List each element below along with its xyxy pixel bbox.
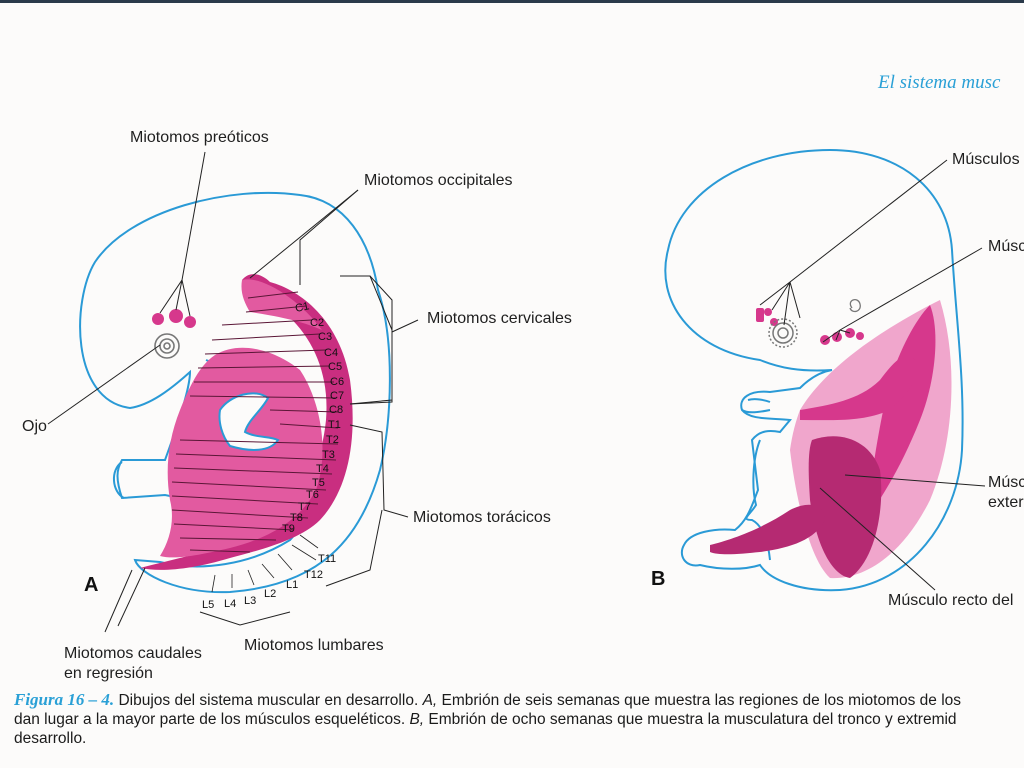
seg-t8: T8 [290,512,303,524]
label-ojo: Ojo [22,418,47,435]
seg-c1: C1 [294,300,310,315]
seg-t6: T6 [306,489,319,501]
top-rule [0,0,1024,3]
label-caudales-1: Miotomos caudales [64,645,202,662]
caption-line-1: Figura 16 – 4. Dibujos del sistema muscu… [14,690,1024,710]
seg-t12: T12 [304,569,323,581]
label-musculos-3a: Músc [988,474,1024,491]
label-caudales-2: en regresión [64,665,153,682]
label-occipitales: Miotomos occipitales [364,172,513,189]
seg-c8: C8 [329,404,343,416]
caption-figure-number: Figura 16 – 4. [14,690,115,709]
caption-line1-a: Dibujos del sistema muscular en desarrol… [114,692,423,709]
seg-c4: C4 [324,347,338,359]
label-cervicales: Miotomos cervicales [427,310,572,327]
leaders-b [759,159,986,591]
label-musculos-2: Músc [988,238,1024,255]
muscle-mass-a-upper [241,279,322,330]
muscle-leg-b [710,504,825,555]
caption-line-3: desarrollo. [14,730,87,747]
segment-lines-a [171,291,339,553]
seg-l3: L3 [244,595,256,607]
seg-l2: L2 [264,588,276,600]
seg-t9: T9 [282,523,295,535]
hand-b-outline [741,398,771,414]
label-musculos-1: Músculos [952,151,1020,168]
bracket-cervical [340,275,393,405]
embryo-a-limb-bud [113,461,125,499]
muscle-mass-a [160,347,323,558]
embryo-a-outline [79,191,391,594]
embryo-b-outline [664,148,964,592]
panel-letter-a: A [84,574,99,596]
seg-c6: C6 [330,376,344,388]
seg-l5: L5 [202,599,214,611]
eye-b [768,318,798,348]
seg-l1: L1 [286,579,298,591]
seg-c2: C2 [310,317,324,329]
seg-t5: T5 [312,477,325,489]
panel-letter-b: B [651,568,666,590]
label-toracicos: Miotomos torácicos [413,509,551,526]
seg-t2: T2 [326,434,339,446]
seg-c3: C3 [318,331,332,343]
ear-b [849,299,861,313]
label-lumbares: Miotomos lumbares [244,637,384,654]
face-muscles-b [756,308,864,345]
muscle-dark-b [866,305,936,520]
figure-caption: Figura 16 – 4. Dibujos del sistema muscu… [14,690,1024,748]
preotic-myotomes [152,309,196,328]
caption-line-2: dan lugar a la mayor parte de los múscul… [14,710,1024,729]
seg-t1: T1 [328,419,341,431]
seg-c7: C7 [330,390,344,402]
segment-labels-a: C1 C2 C3 C4 C5 C6 C7 C8 T1 T2 T3 T4 T5 T… [202,300,344,611]
muscle-trunk-b [808,436,882,578]
eye-a [154,333,180,359]
caption-line2-b: Embrión de ocho semanas que muestra la m… [424,711,957,728]
label-recto: Músculo recto del [888,592,1014,609]
page-header-title: El sistema musc [878,72,1001,93]
seg-t11: T11 [318,553,336,565]
seg-l4: L4 [224,598,236,610]
muscle-arm-b [800,356,916,421]
seg-t4: T4 [316,463,329,475]
seg-c5: C5 [328,361,342,373]
cutout-a [218,392,280,451]
caption-line2-B: B, [409,711,425,728]
seg-t3: T3 [322,449,335,461]
caption-line1-b: Embrión de seis semanas que muestra las … [437,692,962,709]
seg-t7: T7 [298,501,311,513]
caption-line2-a: dan lugar a la mayor parte de los múscul… [14,711,410,728]
label-musculos-3b: exter [988,494,1024,511]
caption-line1-A: A, [422,692,438,709]
label-preoticos: Miotomos preóticos [130,129,269,146]
tail-lines-a [211,534,319,593]
